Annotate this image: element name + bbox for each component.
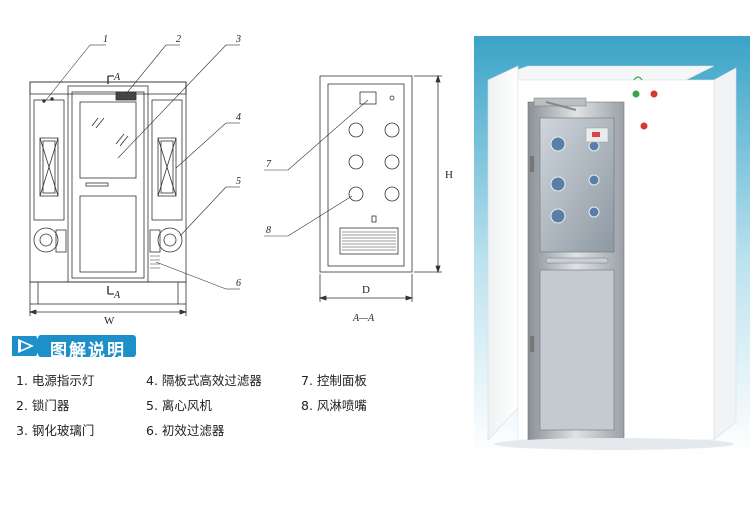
legend-list: 1. 电源指示灯 4. 隔板式高效过滤器 7. 控制面板 2. 锁门器 5. 离… xyxy=(16,370,456,439)
legend-header-bar xyxy=(38,335,136,357)
door-lock-block xyxy=(115,91,137,101)
section-caption: A—A xyxy=(352,313,375,324)
tempered-glass-door xyxy=(79,101,137,179)
legend-header: 图解说明 xyxy=(8,333,136,361)
height-label: H xyxy=(445,169,453,181)
photo-lower-panel xyxy=(539,269,615,431)
nozzle xyxy=(384,154,400,170)
callout-4: 4 xyxy=(236,112,241,123)
photo-red-button xyxy=(650,90,658,98)
legend-item: 7. 控制面板 xyxy=(301,373,367,388)
legend-item: 6. 初效过滤器 xyxy=(146,423,225,438)
legend-arrow-icon xyxy=(12,336,42,356)
depth-label: D xyxy=(362,284,370,296)
side-view xyxy=(264,74,442,302)
primary-filter xyxy=(150,255,160,269)
nozzle xyxy=(348,122,364,138)
legend-item: 5. 离心风机 xyxy=(146,398,212,413)
centrifugal-fan-right xyxy=(149,227,183,253)
legend-item: 3. 钢化玻璃门 xyxy=(16,423,95,438)
photo-green-button xyxy=(632,90,640,98)
power-indicator-dot xyxy=(42,99,46,103)
legend-item: 2. 锁门器 xyxy=(16,398,70,413)
section-mark-bottom: A xyxy=(113,290,121,301)
legend-title: 图解说明 xyxy=(50,341,126,361)
hepa-filter-left xyxy=(39,137,59,197)
hepa-filter-right xyxy=(157,137,177,197)
callout-1: 1 xyxy=(103,34,108,45)
callout-7: 7 xyxy=(266,159,272,170)
nozzle xyxy=(348,186,364,202)
nozzle xyxy=(348,154,364,170)
legend-item: 8. 风淋喷嘴 xyxy=(301,398,367,413)
legend-item: 4. 隔板式高效过滤器 xyxy=(146,373,262,388)
nozzle xyxy=(384,186,400,202)
callout-8: 8 xyxy=(266,225,271,236)
return-air-grille xyxy=(339,227,399,255)
nozzle xyxy=(384,122,400,138)
front-view xyxy=(28,44,240,316)
callout-2: 2 xyxy=(176,34,181,45)
legend-item: 1. 电源指示灯 xyxy=(16,373,95,388)
width-label: W xyxy=(104,315,115,327)
callout-5: 5 xyxy=(236,176,241,187)
callout-6: 6 xyxy=(236,278,241,289)
control-display xyxy=(359,91,377,105)
front-door-frame xyxy=(67,85,149,283)
section-mark-top: A xyxy=(113,72,121,83)
centrifugal-fan-left xyxy=(33,227,67,253)
photo-door-handle xyxy=(545,257,609,264)
product-photo xyxy=(474,36,750,456)
photo-stop-button xyxy=(640,122,648,130)
side-outer-body xyxy=(319,75,413,273)
callout-3: 3 xyxy=(235,34,241,45)
control-panel-face xyxy=(327,83,405,267)
